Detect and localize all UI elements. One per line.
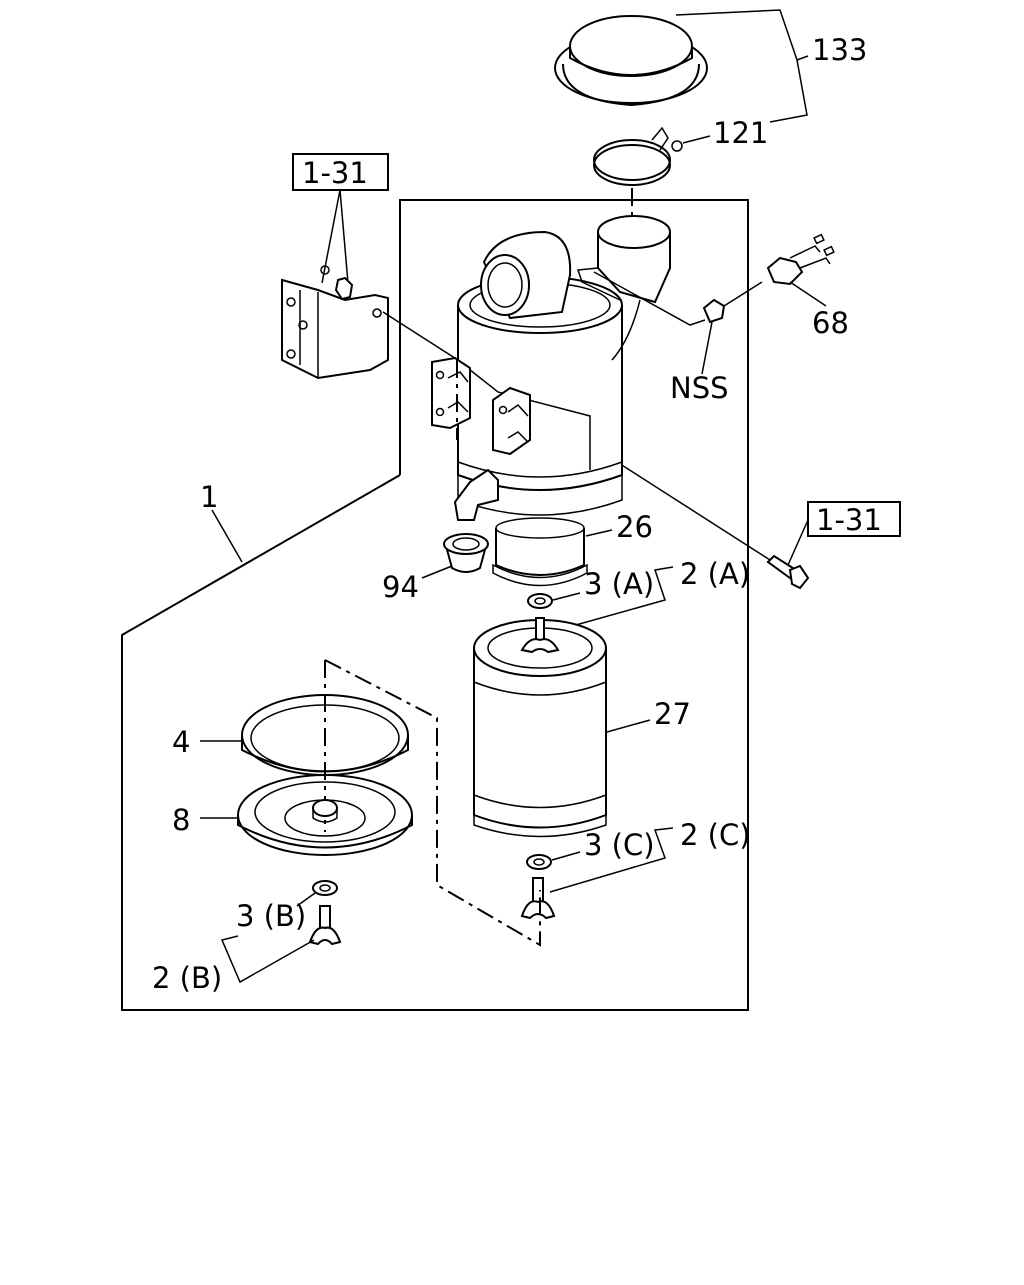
leader-27	[606, 719, 651, 733]
leader-68	[789, 281, 827, 307]
part-3c-washer	[526, 854, 552, 870]
label-4: 4	[172, 725, 190, 759]
leader-1	[211, 509, 243, 563]
leader-1-31-top-b	[339, 189, 349, 284]
part-133-cap	[554, 15, 708, 107]
leader-121	[682, 135, 711, 144]
label-8: 8	[172, 803, 190, 837]
part-27-filter-element	[473, 617, 607, 838]
leader-nss	[701, 321, 713, 375]
leader-2c	[549, 827, 674, 893]
label-3b: 3 (B)	[236, 899, 306, 933]
leader-2a	[557, 566, 674, 631]
part-26-duct	[492, 517, 588, 587]
part-8-cover	[237, 774, 413, 856]
part-nss-fitting	[702, 281, 763, 324]
label-2c: 2 (C)	[680, 818, 751, 852]
leader-3c	[551, 851, 581, 861]
label-68: 68	[812, 306, 849, 340]
leader-94	[421, 565, 453, 579]
housing-bracket-right	[492, 386, 531, 456]
label-1-31-top: 1-31	[302, 156, 368, 190]
part-121-clamp	[593, 126, 683, 186]
bolt-right	[766, 554, 810, 590]
mount-bracket-left	[281, 265, 389, 380]
label-2a: 2 (A)	[680, 557, 750, 591]
part-3b-washer	[312, 880, 338, 896]
label-121: 121	[713, 116, 768, 150]
part-3a-washer	[527, 593, 553, 609]
label-1: 1	[200, 480, 218, 514]
label-27: 27	[654, 697, 691, 731]
label-3a: 3 (A)	[584, 567, 654, 601]
label-26: 26	[616, 510, 653, 544]
label-nss: NSS	[670, 371, 729, 405]
part-94-valve	[443, 533, 489, 573]
leader-1-31-top-a	[321, 189, 341, 284]
leader-3b	[296, 892, 316, 907]
part-2c-wing-nut	[520, 877, 556, 920]
label-1-31-right: 1-31	[816, 503, 882, 537]
part-2b-wing-nut	[308, 905, 342, 946]
housing-bracket-left	[431, 356, 471, 440]
leader-133-121	[675, 9, 808, 123]
leader-26	[585, 529, 613, 537]
leader-133-tick	[796, 55, 809, 61]
leader-2b	[220, 935, 315, 984]
leader-3a	[552, 592, 581, 601]
part-68-switch	[766, 233, 835, 286]
sensor-line	[593, 271, 706, 326]
label-2b: 2 (B)	[152, 961, 222, 995]
label-3c: 3 (C)	[584, 828, 655, 862]
axis-cover	[324, 659, 541, 947]
label-94: 94	[382, 570, 419, 604]
dust-outlet-elbow	[453, 468, 499, 521]
ref-box-1-31-right	[807, 501, 901, 537]
assembly-boundary	[121, 199, 749, 1011]
label-133: 133	[812, 33, 867, 67]
leader-1-31-right	[787, 519, 809, 566]
air-cleaner-housing	[457, 215, 706, 516]
